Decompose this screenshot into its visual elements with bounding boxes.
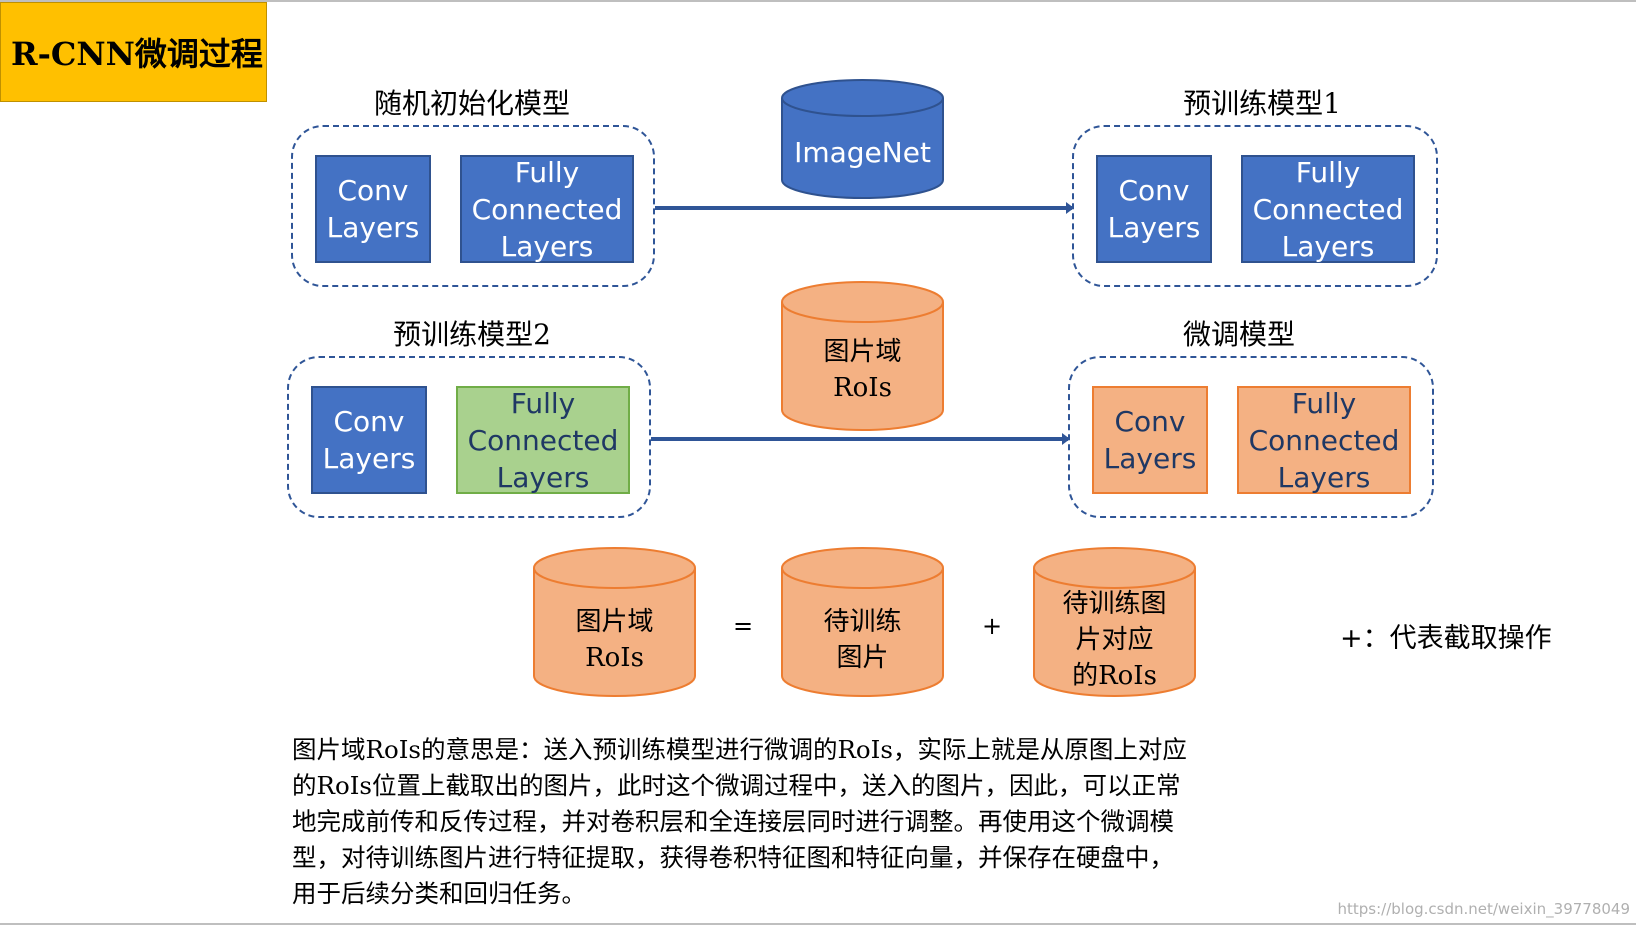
pretrained-2-conv-layers: Conv Layers	[311, 386, 427, 494]
pretrained-1-fc-layers: Fully Connected Layers	[1241, 155, 1415, 263]
random-init-conv-layers: Conv Layers	[315, 155, 431, 263]
plus-sign: +	[982, 612, 1003, 640]
watermark: https://blog.csdn.net/weixin_39778049	[1337, 900, 1630, 918]
imagenet-label: ImageNet	[794, 136, 931, 169]
slide-title: R-CNN微调过程	[0, 2, 267, 102]
pretrained-1-label: 预训练模型1	[1183, 87, 1341, 120]
finetuned-label: 微调模型	[1182, 318, 1295, 351]
equation-term1-cylinder: 待训练 图片	[780, 546, 945, 698]
equation-lhs-cylinder-shape	[533, 547, 696, 697]
random-init-label: 随机初始化模型	[373, 87, 570, 120]
equation-term2-label: 待训练图 片对应 的RoIs	[1062, 589, 1167, 691]
finetuned-fc-layers: Fully Connected Layers	[1237, 386, 1411, 494]
paragraph-line: 用于后续分类和回归任务。	[292, 879, 586, 908]
operation-note: +：代表截取操作	[1340, 623, 1552, 654]
equals-sign: =	[733, 612, 754, 640]
image-domain-rois-dataset: 图片域 RoIs	[780, 280, 945, 432]
finetune-arrow	[651, 433, 1070, 445]
finetuned-group: Conv Layers Fully Connected Layers	[1068, 356, 1434, 518]
imagenet-cylinder-shape	[781, 79, 944, 199]
pretrained-1-conv-layers: Conv Layers	[1096, 155, 1212, 263]
pretrained-2-fc-layers: Fully Connected Layers	[456, 386, 630, 494]
random-init-fc-layers: Fully Connected Layers	[460, 155, 634, 263]
paragraph-line: 地完成前传和反传过程，并对卷积层和全连接层同时进行调整。再使用这个微调模	[292, 807, 1174, 836]
imagenet-dataset: ImageNet	[780, 78, 945, 200]
imagenet-training-arrow	[655, 202, 1074, 214]
top-border	[0, 0, 1636, 2]
equation-term1-cylinder-shape	[781, 547, 944, 697]
pretrained-2-label: 预训练模型2	[393, 318, 551, 351]
finetuned-conv-layers: Conv Layers	[1092, 386, 1208, 494]
equation-term2-cylinder: 待训练图 片对应 的RoIs	[1032, 546, 1197, 698]
paragraph-line: 的RoIs位置上截取出的图片，此时这个微调过程中，送入的图片，因此，可以正常	[292, 771, 1181, 800]
explanation-paragraph: 图片域RoIs的意思是：送入预训练模型进行微调的RoIs，实际上就是从原图上对应…	[292, 732, 1410, 912]
random-init-group: Conv Layers Fully Connected Layers	[291, 125, 655, 287]
paragraph-line: 型，对待训练图片进行特征提取，获得卷积特征图和特征向量，并保存在硬盘中，	[292, 843, 1174, 872]
equation-lhs-label: 图片域 RoIs	[575, 607, 654, 673]
equation-term1-label: 待训练 图片	[823, 607, 902, 673]
pretrained-1-group: Conv Layers Fully Connected Layers	[1072, 125, 1438, 287]
pretrained-2-group: Conv Layers Fully Connected Layers	[287, 356, 651, 518]
image-domain-rois-label: 图片域 RoIs	[823, 337, 902, 403]
equation-term2-cylinder-shape	[1033, 547, 1196, 697]
image-domain-rois-cylinder-shape	[781, 281, 944, 431]
equation-lhs-cylinder: 图片域 RoIs	[532, 546, 697, 698]
bottom-border	[0, 923, 1636, 925]
paragraph-line: 图片域RoIs的意思是：送入预训练模型进行微调的RoIs，实际上就是从原图上对应	[292, 735, 1187, 764]
